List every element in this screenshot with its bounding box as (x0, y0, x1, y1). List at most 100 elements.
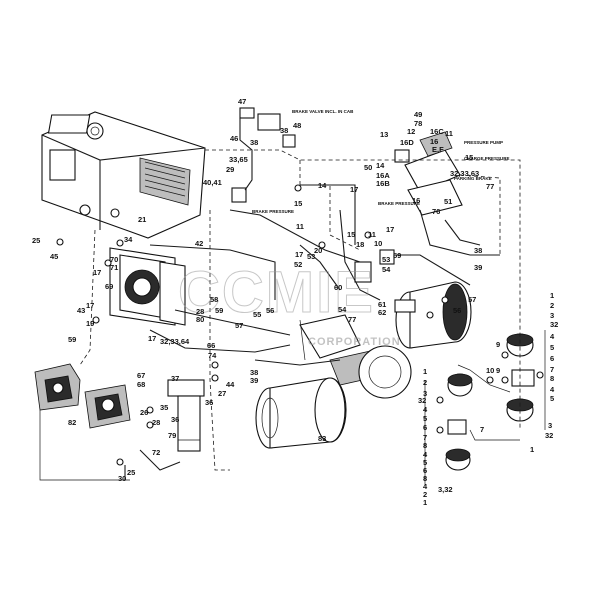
hydraulic-filter (167, 379, 205, 452)
hydraulic-tank (41, 111, 206, 239)
callout-28: 28 (196, 307, 204, 316)
callout-82: 82 (68, 418, 76, 427)
callout-45: 45 (50, 252, 58, 261)
callout-1: 1 (530, 445, 534, 454)
callout-76: 76 (432, 207, 440, 216)
callout-78: 78 (414, 119, 422, 128)
callout-3: 3 (423, 389, 427, 398)
callout-38: 38 (474, 246, 482, 255)
callout-50: 50 (364, 163, 372, 172)
callout-14: 14 (318, 181, 327, 190)
callout-17: 17 (350, 185, 358, 194)
watermark-company: CORPORATION (308, 336, 401, 348)
callout-58: 58 (210, 295, 218, 304)
callout-1: 1 (550, 291, 554, 300)
callout-17: 17 (93, 268, 101, 277)
callout-32-33-63: 32,33,63 (450, 169, 479, 178)
callout-3: 3 (548, 421, 552, 430)
charge-valve-block (394, 131, 463, 216)
callout-16: 16 (412, 196, 420, 205)
right-brake-chambers (445, 333, 535, 471)
callout-59: 59 (215, 306, 223, 315)
callout-59: 59 (393, 251, 401, 260)
callout-48: 48 (293, 121, 301, 130)
callout-60: 60 (334, 283, 342, 292)
callout-20: 20 (314, 246, 322, 255)
callout-30: 30 (118, 474, 126, 483)
callout-15: 15 (294, 199, 302, 208)
callout-16A: 16A (376, 171, 390, 180)
callout-26: 26 (140, 408, 148, 417)
callout-15: 15 (347, 230, 355, 239)
callout-56: 56 (266, 306, 274, 315)
callout-17: 17 (386, 225, 394, 234)
brake-pressure-note-right: BRAKE PRESSURE (378, 201, 420, 206)
callout-2: 2 (423, 490, 427, 499)
callout-4: 4 (423, 450, 428, 459)
brake-valve-note: BRAKE VALVE INCL. IN CAB (292, 109, 354, 114)
callout-2: 2 (423, 378, 427, 387)
callout-54: 54 (382, 265, 391, 274)
callout-61: 61 (378, 300, 386, 309)
brake-accumulator (255, 377, 347, 449)
callout-66: 66 (207, 341, 215, 350)
brake-chamber-assembly (394, 281, 472, 349)
callout-13: 13 (380, 130, 388, 139)
callout-labels: 47 46 38 38 48 33,65 29 40,41 14 15 17 1… (32, 97, 558, 507)
callout-77: 77 (348, 315, 356, 324)
callout-36: 36 (171, 415, 179, 424)
callout-43: 43 (77, 306, 85, 315)
callout-4: 4 (550, 385, 555, 394)
callout-3-32: 3,32 (438, 485, 453, 494)
callout-67: 67 (137, 371, 145, 380)
callout-53: 53 (307, 252, 315, 261)
callout-1: 1 (423, 367, 427, 376)
callout-9: 9 (496, 366, 500, 375)
callout-8: 8 (550, 374, 554, 383)
callout-6: 6 (423, 423, 427, 432)
callout-37: 37 (171, 374, 179, 383)
callout-8: 8 (423, 441, 427, 450)
pressure-pump-note: PRESSURE PUMP (464, 140, 503, 145)
callout-70: 70 (110, 255, 118, 264)
callout-32: 32 (550, 320, 558, 329)
callout-17: 17 (148, 334, 156, 343)
callout-53: 53 (382, 255, 390, 264)
callout-17: 17 (295, 250, 303, 259)
callout-8: 8 (423, 474, 427, 483)
callout-36: 36 (205, 398, 213, 407)
charge-pressure-note: CHARGE PRESSURE (464, 156, 510, 161)
callout-57: 57 (468, 295, 476, 304)
hydraulic-pumps (34, 363, 131, 429)
callout-79: 79 (168, 431, 176, 440)
callout-47: 47 (238, 97, 246, 106)
watermark: CCMIE CORPORATION (178, 260, 401, 349)
callout-62: 62 (378, 308, 386, 317)
callout-52: 52 (294, 260, 302, 269)
callout-51: 51 (444, 197, 452, 206)
callout-38: 38 (280, 126, 288, 135)
callout-29: 29 (226, 165, 234, 174)
callout-16C: 16C (430, 127, 444, 136)
callout-16B: 16B (376, 179, 390, 188)
callout-49: 49 (414, 110, 422, 119)
callout-80: 80 (196, 315, 204, 324)
callout-68: 68 (137, 380, 145, 389)
callout-54: 54 (338, 305, 347, 314)
callout-57: 57 (235, 321, 243, 330)
callout-4: 4 (423, 405, 428, 414)
callout-83: 83 (318, 434, 326, 443)
callout-12: 12 (407, 127, 415, 136)
callout-46: 46 (230, 134, 238, 143)
oil-cooler-fan (109, 247, 186, 326)
callout-38: 38 (250, 138, 258, 147)
callout-32: 32 (418, 396, 426, 405)
callout-7: 7 (550, 365, 554, 374)
callout-18: 18 (356, 240, 364, 249)
callout-7: 7 (480, 425, 484, 434)
callout-55: 55 (253, 310, 261, 319)
callout-2: 2 (550, 301, 554, 310)
brake-pressure-note-left: BRAKE PRESSURE (252, 209, 294, 214)
callout-10: 10 (374, 239, 382, 248)
callout-17: 17 (86, 301, 94, 310)
